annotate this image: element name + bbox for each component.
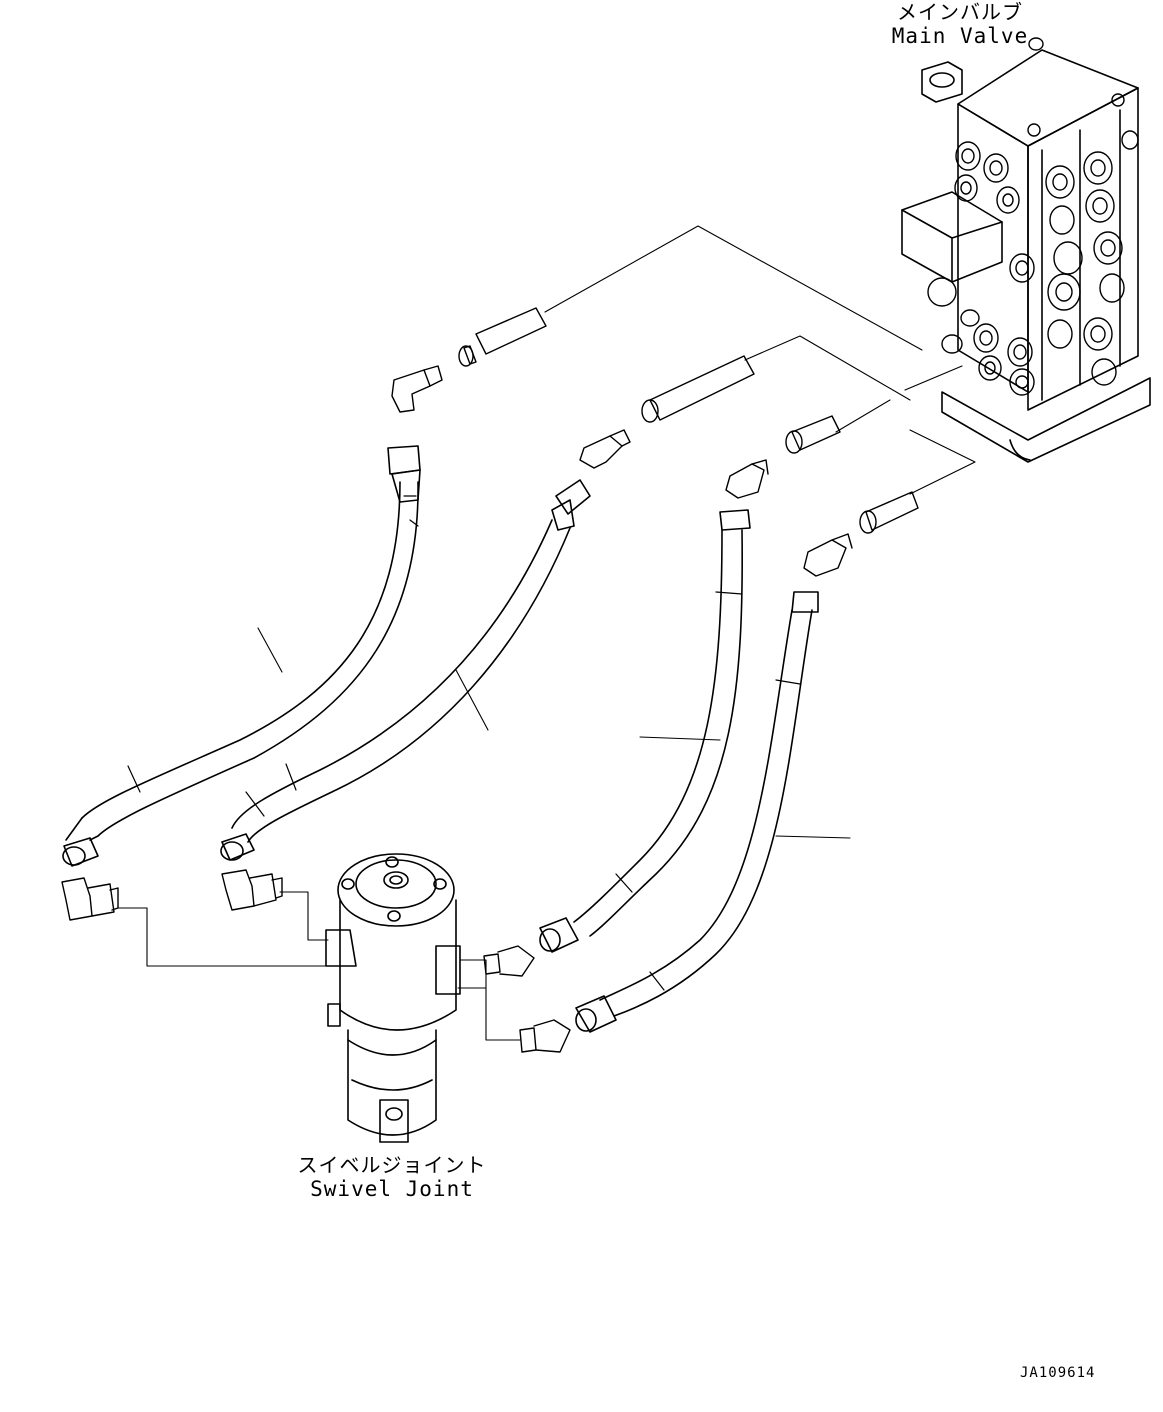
drawing-code: JA109614 bbox=[1020, 1365, 1096, 1381]
hose-4[interactable] bbox=[576, 592, 818, 1032]
fittings-lower bbox=[62, 870, 570, 1052]
swivel-joint[interactable] bbox=[326, 854, 460, 1142]
hose-1[interactable] bbox=[63, 446, 420, 866]
main-valve-label-jp: メインバルブ bbox=[897, 0, 1023, 24]
swivel-joint-label: スイベルジョイント Swivel Joint bbox=[292, 1155, 492, 1200]
main-valve-label-en: Main Valve bbox=[891, 24, 1029, 48]
hose-3[interactable] bbox=[540, 510, 750, 952]
swivel-joint-label-en: Swivel Joint bbox=[310, 1177, 474, 1201]
hose-2[interactable] bbox=[221, 480, 590, 860]
main-valve[interactable] bbox=[902, 38, 1150, 462]
swivel-joint-label-jp: スイベルジョイント bbox=[297, 1153, 487, 1177]
leader-lines bbox=[118, 226, 975, 1040]
main-valve-label: メインバルブ Main Valve bbox=[880, 2, 1040, 47]
fittings-upper bbox=[392, 308, 918, 576]
